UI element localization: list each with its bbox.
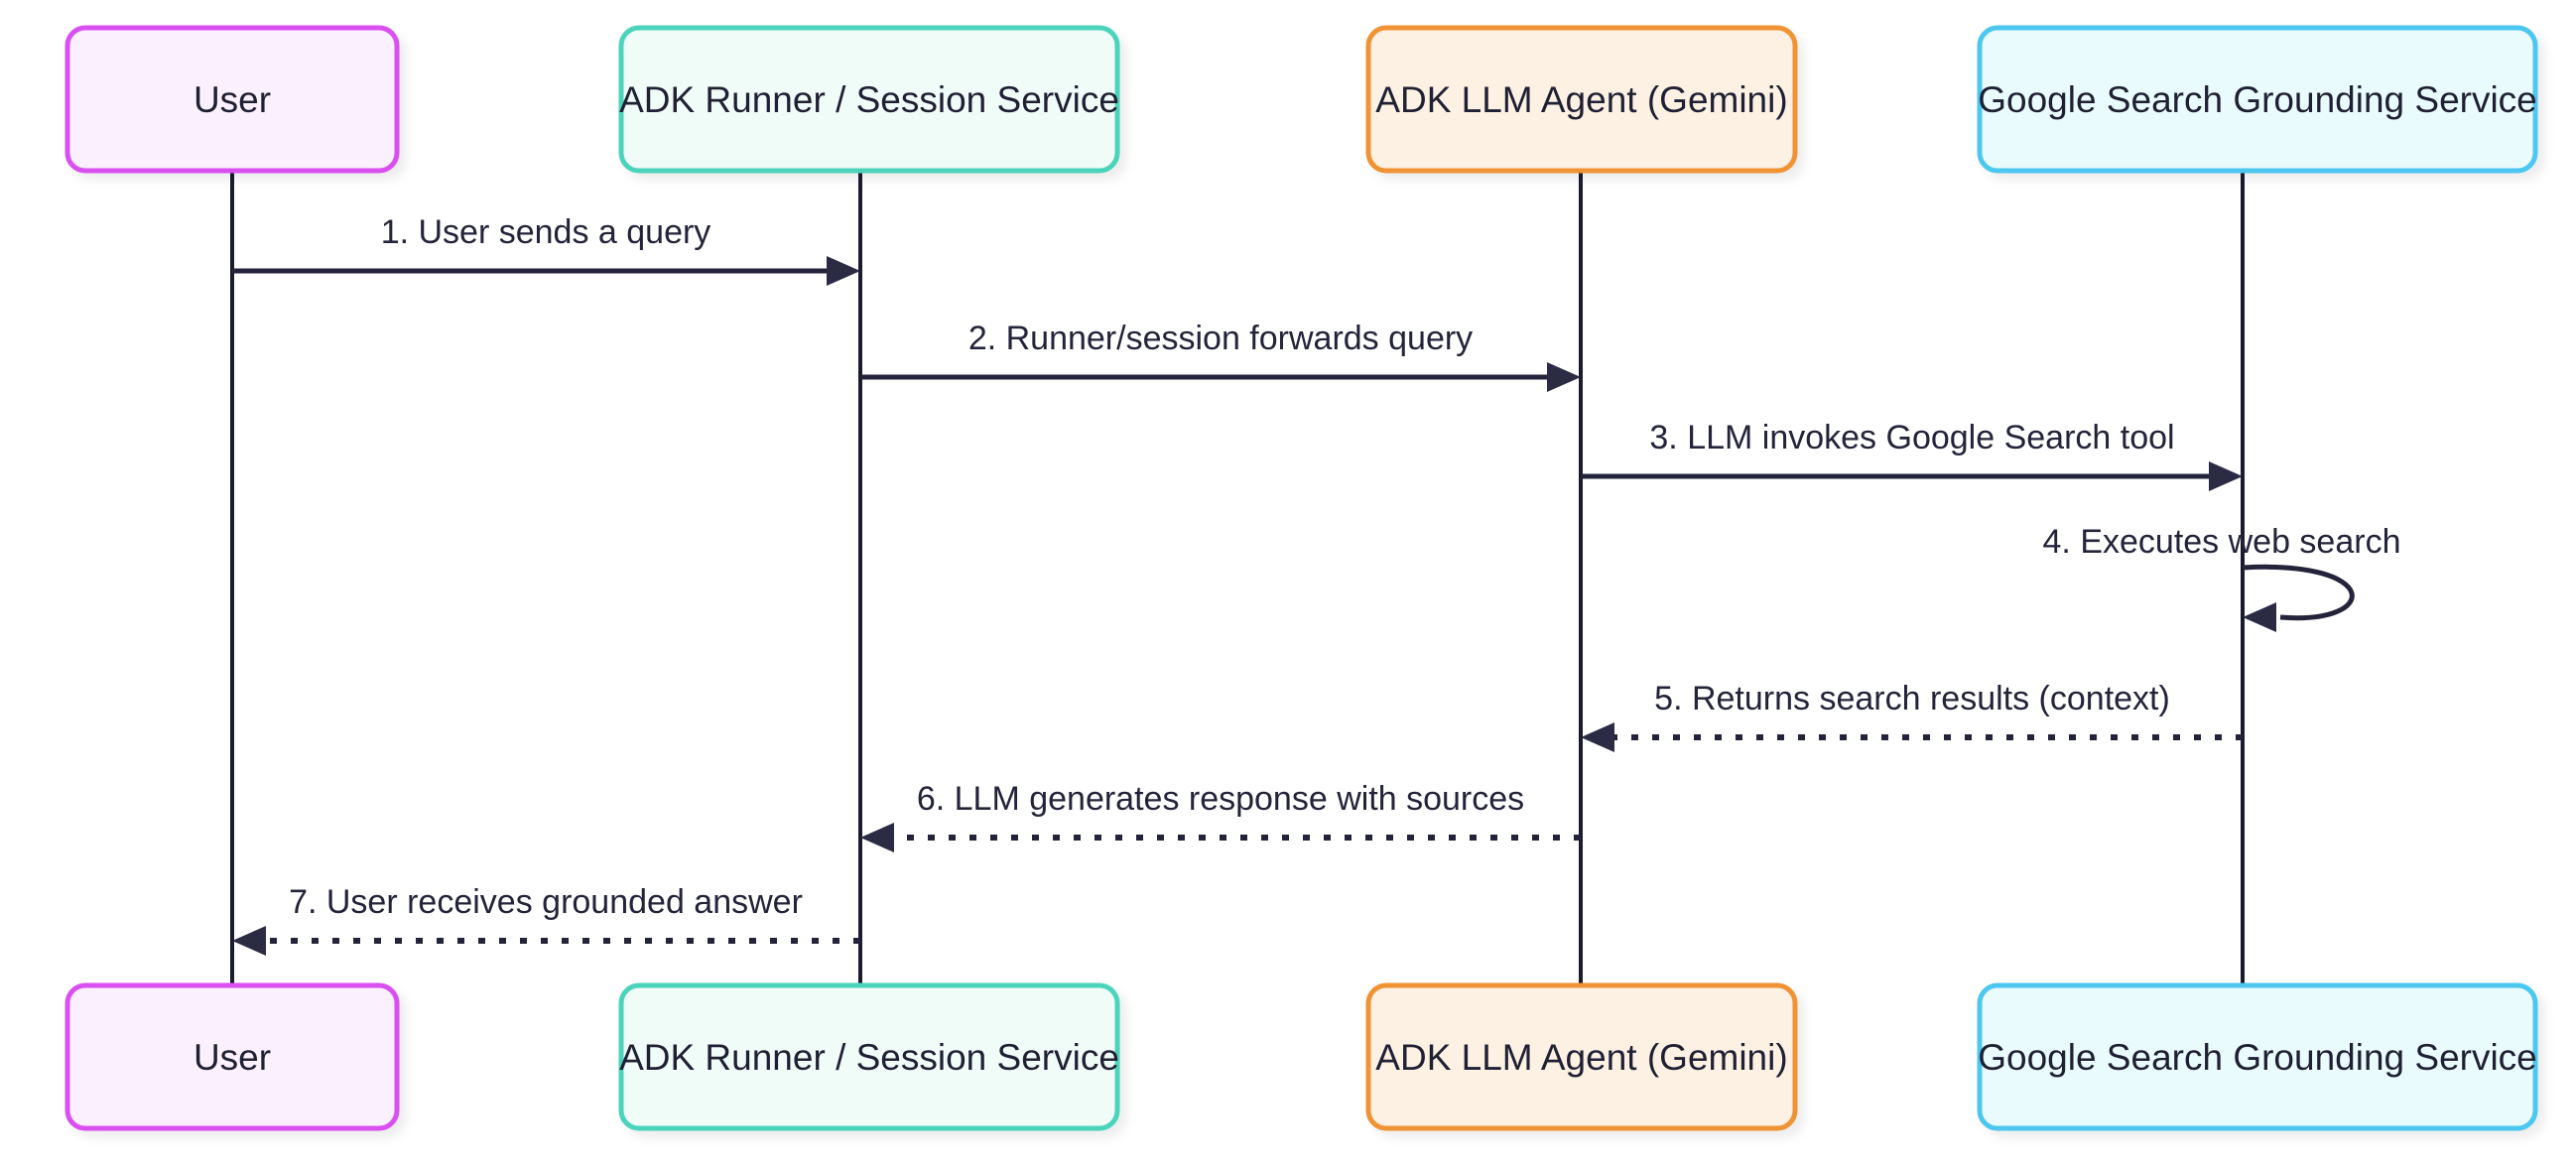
participant-rect [1365, 25, 1798, 174]
participant-box-user-bottom[interactable]: User [64, 982, 400, 1131]
participant-rect [64, 25, 400, 174]
message-1[interactable]: 1. User sends a query [232, 213, 860, 286]
arrow-head-7 [232, 926, 266, 956]
message-label-5: 5. Returns search results (context) [1654, 680, 2170, 717]
message-4[interactable]: 4. Executes web search [2043, 523, 2401, 632]
participant-rect [1977, 982, 2538, 1131]
participant-box-search-bottom[interactable]: Google Search Grounding Service [1977, 982, 2538, 1131]
message-label-2: 2. Runner/session forwards query [968, 320, 1473, 357]
arrow-head-3 [2209, 461, 2243, 491]
message-7[interactable]: 7. User receives grounded answer [232, 883, 860, 956]
participant-box-user-top[interactable]: User [64, 25, 400, 174]
arrow-head-4 [2243, 602, 2276, 632]
participant-label-agent: ADK LLM Agent (Gemini) [1375, 79, 1787, 120]
participant-rect [64, 982, 400, 1131]
message-3[interactable]: 3. LLM invokes Google Search tool [1581, 419, 2243, 491]
participant-label-search: Google Search Grounding Service [1978, 79, 2537, 120]
message-2[interactable]: 2. Runner/session forwards query [860, 320, 1581, 392]
participant-box-agent-bottom[interactable]: ADK LLM Agent (Gemini) [1365, 982, 1798, 1131]
arrow-head-5 [1581, 722, 1614, 752]
message-label-4: 4. Executes web search [2043, 523, 2401, 561]
arrow-head-1 [827, 256, 860, 286]
participant-label-user: User [193, 1037, 271, 1078]
arrow-head-2 [1547, 362, 1581, 392]
participant-box-runner-top[interactable]: ADK Runner / Session Service [618, 25, 1120, 174]
participant-rect [618, 982, 1120, 1131]
lifelines-layer [230, 171, 2245, 985]
participant-rect [618, 25, 1120, 174]
participant-rect [1365, 982, 1798, 1131]
participant-box-agent-top[interactable]: ADK LLM Agent (Gemini) [1365, 25, 1798, 174]
message-6[interactable]: 6. LLM generates response with sources [860, 780, 1581, 852]
messages-layer: 1. User sends a query 2. Runner/session f… [232, 213, 2400, 956]
participant-box-search-top[interactable]: Google Search Grounding Service [1977, 25, 2538, 174]
self-loop-path [2242, 564, 2355, 621]
participant-rect [1977, 25, 2538, 174]
participant-box-runner-bottom[interactable]: ADK Runner / Session Service [618, 982, 1120, 1131]
message-label-6: 6. LLM generates response with sources [917, 780, 1524, 818]
message-label-3: 3. LLM invokes Google Search tool [1649, 419, 2174, 456]
message-label-7: 7. User receives grounded answer [289, 883, 803, 921]
arrow-head-6 [860, 823, 894, 852]
participant-label-agent: ADK LLM Agent (Gemini) [1375, 1037, 1787, 1078]
participant-label-search: Google Search Grounding Service [1978, 1037, 2537, 1078]
participant-label-runner: ADK Runner / Session Service [619, 79, 1119, 120]
participant-label-runner: ADK Runner / Session Service [619, 1037, 1119, 1078]
participant-label-user: User [193, 79, 271, 120]
message-label-1: 1. User sends a query [381, 213, 711, 251]
message-5[interactable]: 5. Returns search results (context) [1581, 680, 2243, 752]
